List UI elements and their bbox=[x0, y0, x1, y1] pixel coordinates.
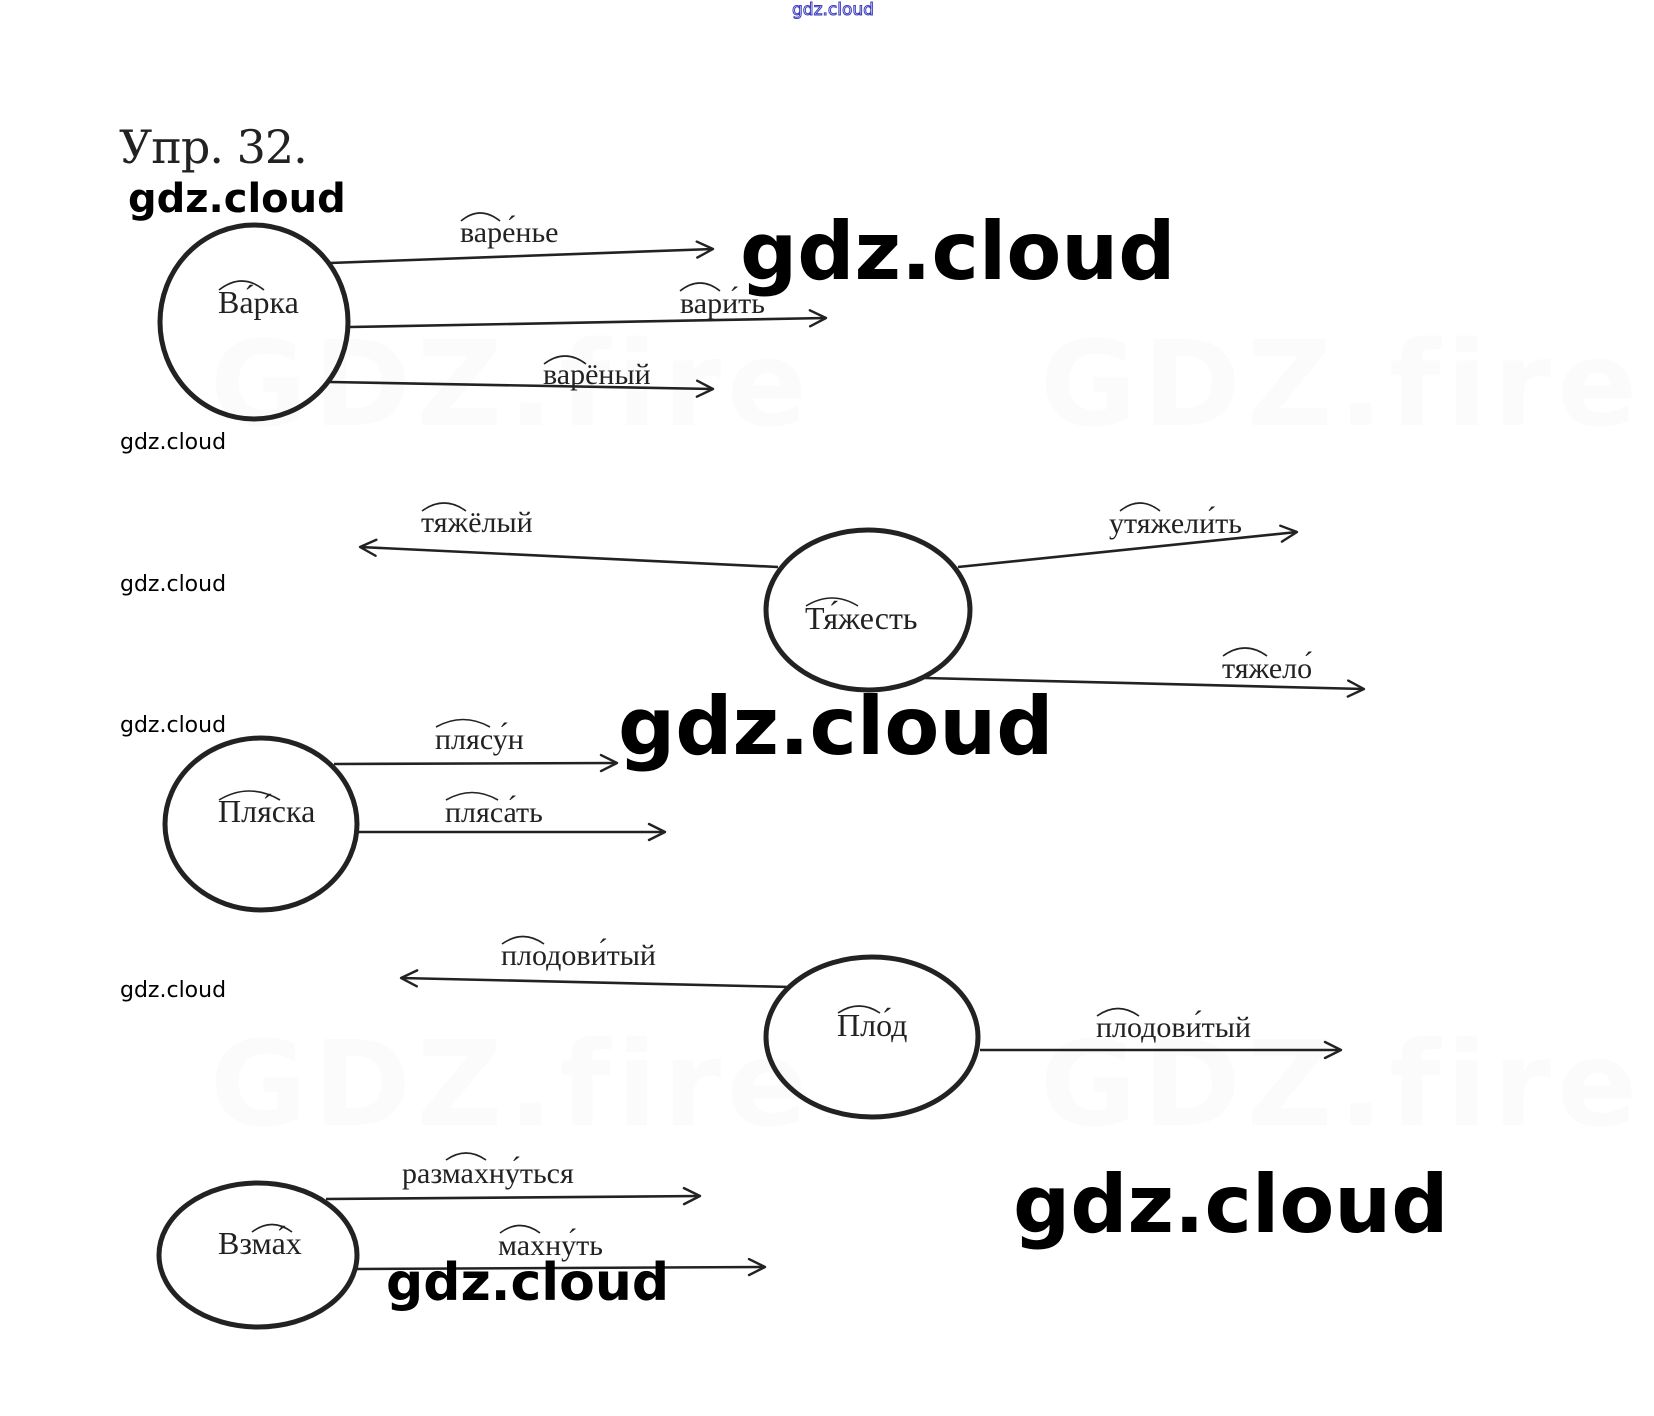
root-circle bbox=[763, 954, 981, 1120]
ghost-watermark: GDZ.fire bbox=[1040, 1015, 1644, 1153]
top-watermark: gdz.cloud bbox=[792, 0, 875, 21]
root-arc bbox=[421, 502, 467, 512]
root-arc bbox=[543, 355, 587, 365]
root-word: Ва́рка bbox=[218, 284, 299, 320]
derivation-arrow bbox=[399, 969, 791, 989]
root-arc bbox=[1096, 1007, 1140, 1017]
ghost-watermark: GDZ.fire bbox=[1040, 315, 1644, 453]
derived-word: махну́ть bbox=[498, 1228, 603, 1262]
watermark: gdz.cloud bbox=[120, 978, 227, 1003]
root-arc bbox=[445, 1152, 487, 1161]
root-arc bbox=[218, 280, 265, 291]
root-arc bbox=[805, 597, 859, 607]
watermark: gdz.cloud bbox=[120, 713, 227, 738]
watermark: gdz.cloud bbox=[740, 205, 1176, 298]
root-word: Пля́ска bbox=[218, 793, 315, 829]
root-arc bbox=[1222, 647, 1268, 657]
derived-word: размахну́ться bbox=[402, 1156, 574, 1190]
root-arc bbox=[460, 212, 501, 222]
exercise-title: Упр. 32. bbox=[119, 120, 308, 174]
derived-word: варёный bbox=[543, 358, 651, 391]
derivation-arrow bbox=[325, 1186, 702, 1206]
watermark: gdz.cloud bbox=[120, 572, 227, 597]
root-circle bbox=[162, 735, 360, 913]
derived-word: пляса́ть bbox=[445, 795, 543, 829]
derivation-arrow bbox=[924, 676, 1366, 698]
watermark: gdz.cloud bbox=[120, 430, 227, 455]
derived-word: плясу́н bbox=[435, 722, 524, 756]
derived-word: утяжели́ть bbox=[1109, 506, 1242, 540]
derivation-arrow bbox=[355, 1257, 767, 1277]
derived-word: плодови́тый bbox=[1096, 1010, 1251, 1044]
derivation-arrow bbox=[329, 240, 715, 265]
root-circle bbox=[156, 1180, 360, 1330]
root-word: Взма́х bbox=[218, 1225, 302, 1261]
root-arc bbox=[251, 1223, 293, 1233]
root-arc bbox=[435, 718, 491, 728]
root-circle bbox=[157, 222, 351, 422]
watermark: gdz.cloud bbox=[618, 680, 1054, 773]
derivation-arrow bbox=[957, 524, 1299, 569]
derivation-arrow bbox=[329, 379, 715, 398]
root-arc bbox=[837, 1005, 881, 1014]
watermark: gdz.cloud bbox=[386, 1253, 670, 1313]
derived-word: плодови́тый bbox=[501, 938, 656, 972]
derivation-arrow bbox=[349, 309, 828, 329]
derived-word: тяжело́ bbox=[1222, 651, 1312, 685]
root-arc bbox=[218, 790, 281, 801]
watermark: gdz.cloud bbox=[128, 176, 346, 222]
root-arc bbox=[501, 935, 545, 945]
derived-word: вари́ть bbox=[680, 286, 765, 320]
ghost-watermark: GDZ.fire bbox=[210, 1015, 814, 1153]
group-plod: Пло́д плодови́тый плодови́тый bbox=[399, 935, 1343, 1120]
root-arc bbox=[499, 1224, 541, 1234]
root-circle bbox=[763, 527, 973, 693]
derived-word: варе́нье bbox=[460, 215, 558, 249]
group-tyazhest: Тя́жесть тяжёлый утяжели́ть тяжело́ bbox=[358, 502, 1366, 698]
root-arc bbox=[679, 282, 721, 292]
root-arc bbox=[1119, 502, 1161, 512]
watermark: gdz.cloud bbox=[1013, 1158, 1449, 1251]
root-word: Пло́д bbox=[837, 1007, 907, 1043]
root-arc bbox=[445, 791, 499, 801]
derived-word: тяжёлый bbox=[421, 506, 533, 539]
derivation-arrow bbox=[333, 753, 619, 773]
group-vzmakh: Взма́х размахну́ться махну́ть bbox=[156, 1152, 767, 1330]
derivation-arrow bbox=[358, 538, 779, 569]
group-varka: Ва́рка варе́нье вари́ть варёный bbox=[157, 212, 828, 422]
root-word: Тя́жесть bbox=[805, 600, 918, 636]
group-plyaska: Пля́ска плясу́н пляса́ть bbox=[162, 718, 667, 913]
